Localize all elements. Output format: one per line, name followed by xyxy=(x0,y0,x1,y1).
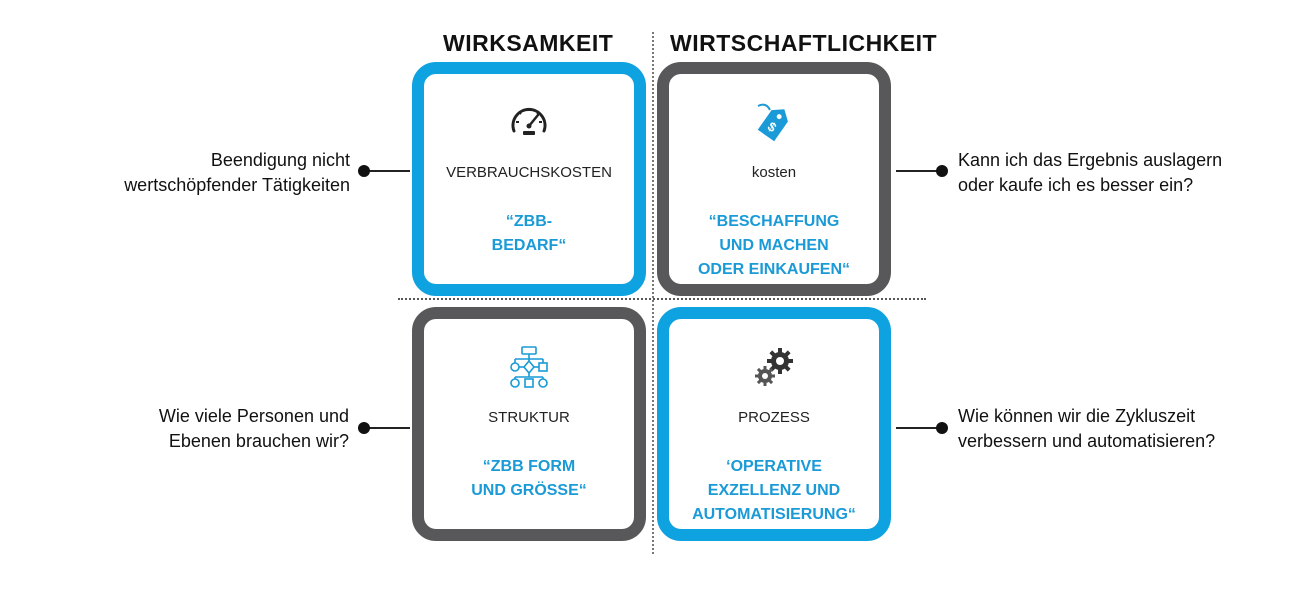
card-label: kosten xyxy=(751,164,797,181)
column-title-wirksamkeit: WIRKSAMKEIT xyxy=(443,30,614,56)
connector-line xyxy=(896,427,940,429)
price-tag-icon: $ xyxy=(669,100,879,144)
quote-line: EXZELLENZ UND xyxy=(707,482,841,499)
side-text-top-right: Kann ich das Ergebnis auslagern oder kau… xyxy=(958,148,1222,198)
side-text-line: Ebenen brauchen wir? xyxy=(168,431,349,451)
card-label: PROZESS xyxy=(738,409,810,426)
connector-bottom-right xyxy=(896,422,948,434)
quote-line: “ZBB FORM xyxy=(482,458,576,475)
connector-dot xyxy=(936,422,948,434)
connector-top-right xyxy=(896,165,948,177)
quote-line: UND MACHEN xyxy=(719,237,829,254)
quote-line: ‘OPERATIVE xyxy=(726,458,822,475)
connector-dot xyxy=(936,165,948,177)
card-label: STRUKTUR xyxy=(488,409,570,426)
side-text-line: oder kaufe ich es besser ein? xyxy=(958,175,1194,195)
side-text-bottom-right: Wie können wir die Zykluszeit verbessern… xyxy=(958,404,1215,454)
connector-dot xyxy=(358,422,370,434)
card-struktur: STRUKTUR “ZBB FORM UND GRÖSSE“ xyxy=(412,307,646,541)
side-text-line: verbessern und automatisieren? xyxy=(958,431,1216,451)
card-quote: ‘OPERATIVE EXZELLENZ UND AUTOMATISIERUNG… xyxy=(669,455,879,527)
quote-line: BEDARF“ xyxy=(491,237,567,254)
connector-bottom-left xyxy=(358,422,410,434)
horizontal-divider xyxy=(398,298,926,300)
card-label: VERBRAUCHSKOSTEN xyxy=(446,164,612,181)
side-text-line: Beendigung nicht xyxy=(210,150,350,170)
quote-line: AUTOMATISIERUNG“ xyxy=(692,506,856,523)
quote-line: “BESCHAFFUNG xyxy=(708,213,840,230)
speedometer-icon xyxy=(424,100,634,144)
org-chart-icon xyxy=(424,345,634,389)
side-text-line: Wie viele Personen und xyxy=(158,406,349,426)
card-prozess: PROZESS ‘OPERATIVE EXZELLENZ UND AUTOMAT… xyxy=(657,307,891,541)
card-quote: “ZBB- BEDARF“ xyxy=(424,210,634,258)
side-text-top-left: Beendigung nicht wertschöpfender Tätigke… xyxy=(124,148,350,198)
quote-line: “ZBB- xyxy=(505,213,553,230)
connector-line xyxy=(896,170,940,172)
card-quote: “ZBB FORM UND GRÖSSE“ xyxy=(424,455,634,503)
card-quote: “BESCHAFFUNG UND MACHEN ODER EINKAUFEN“ xyxy=(669,210,879,282)
connector-top-left xyxy=(358,165,410,177)
connector-line xyxy=(366,427,410,429)
card-verbrauchskosten: VERBRAUCHSKOSTEN “ZBB- BEDARF“ xyxy=(412,62,646,296)
vertical-divider xyxy=(652,32,654,554)
quote-line: ODER EINKAUFEN“ xyxy=(697,261,850,278)
side-text-bottom-left: Wie viele Personen und Ebenen brauchen w… xyxy=(159,404,349,454)
side-text-line: Wie können wir die Zykluszeit xyxy=(958,406,1196,426)
connector-line xyxy=(366,170,410,172)
card-kosten: $ kosten “BESCHAFFUNG UND MACHEN ODER EI… xyxy=(657,62,891,296)
gears-icon xyxy=(669,345,879,389)
quote-line: UND GRÖSSE“ xyxy=(471,482,587,499)
column-title-wirtschaftlichkeit: WIRTSCHAFTLICHKEIT xyxy=(670,30,938,56)
side-text-line: wertschöpfender Tätigkeiten xyxy=(124,175,350,195)
side-text-line: Kann ich das Ergebnis auslagern xyxy=(958,150,1223,170)
connector-dot xyxy=(358,165,370,177)
